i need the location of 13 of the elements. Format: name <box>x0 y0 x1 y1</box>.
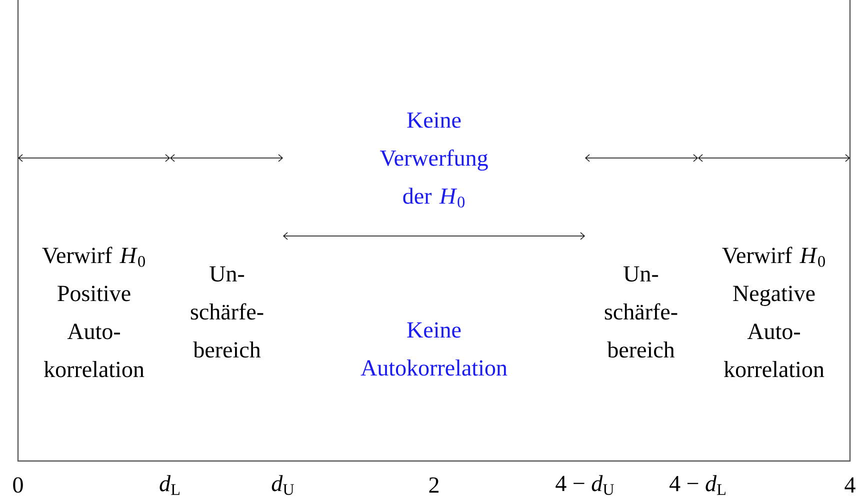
region-label: Verwirf H$_{0}$ Negative Auto- korrelation <box>722 246 825 378</box>
axis-tick-label: 4 − d$_{L}$ <box>670 475 726 495</box>
axis-tick-label: 0 <box>13 477 23 493</box>
region-label: Un- schärfe- bereich <box>190 266 264 358</box>
region-label: Verwirf H$_{0}$ Positive Auto- korrelation <box>42 246 145 378</box>
axis-tick-label: 4 − d$_{U}$ <box>556 475 614 495</box>
axis-tick-label: d$_{L}$ <box>160 475 180 495</box>
axis-tick-label: 2 <box>429 477 438 493</box>
axis-tick-label: 4 <box>844 477 856 493</box>
region-label: Keine Verwerfung der H$_{0}$ <box>380 112 488 208</box>
region-label: Keine Autokorrelation <box>360 322 508 376</box>
axis-tick-label: d$_{U}$ <box>272 475 294 495</box>
region-label: Un- schärfe- bereich <box>604 266 678 358</box>
